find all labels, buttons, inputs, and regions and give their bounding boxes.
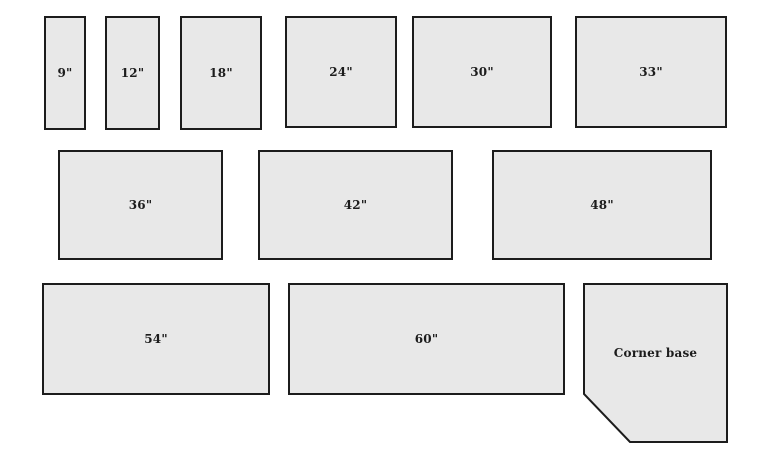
cabinet-label: 30" — [470, 65, 494, 79]
cabinet-box: 48" — [492, 150, 712, 260]
corner-base-outline — [583, 283, 728, 443]
cabinet-label: 33" — [639, 65, 663, 79]
cabinet-box: 42" — [258, 150, 453, 260]
cabinet-box: 33" — [575, 16, 727, 128]
cabinet-box: 24" — [285, 16, 397, 128]
cabinet-label: 18" — [209, 66, 233, 80]
cabinet-label: 24" — [329, 65, 353, 79]
cabinet-label: 12" — [120, 66, 145, 80]
cabinet-box: 54" — [42, 283, 270, 395]
cabinet-label: 60" — [414, 332, 439, 346]
cabinet-label: 48" — [590, 198, 614, 212]
cabinet-label: 9" — [57, 66, 73, 80]
cabinet-label: 42" — [343, 198, 368, 212]
cabinet-box: 18" — [180, 16, 262, 130]
corner-base-shape: Corner base — [583, 283, 728, 443]
cabinet-box: 12" — [105, 16, 160, 130]
cabinet-box: 9" — [44, 16, 86, 130]
cabinet-label: Corner base — [613, 346, 698, 360]
cabinet-box: 60" — [288, 283, 565, 395]
cabinet-box: 30" — [412, 16, 552, 128]
cabinet-label: 36" — [128, 198, 153, 212]
cabinet-box: 36" — [58, 150, 223, 260]
cabinet-label: 54" — [144, 332, 168, 346]
